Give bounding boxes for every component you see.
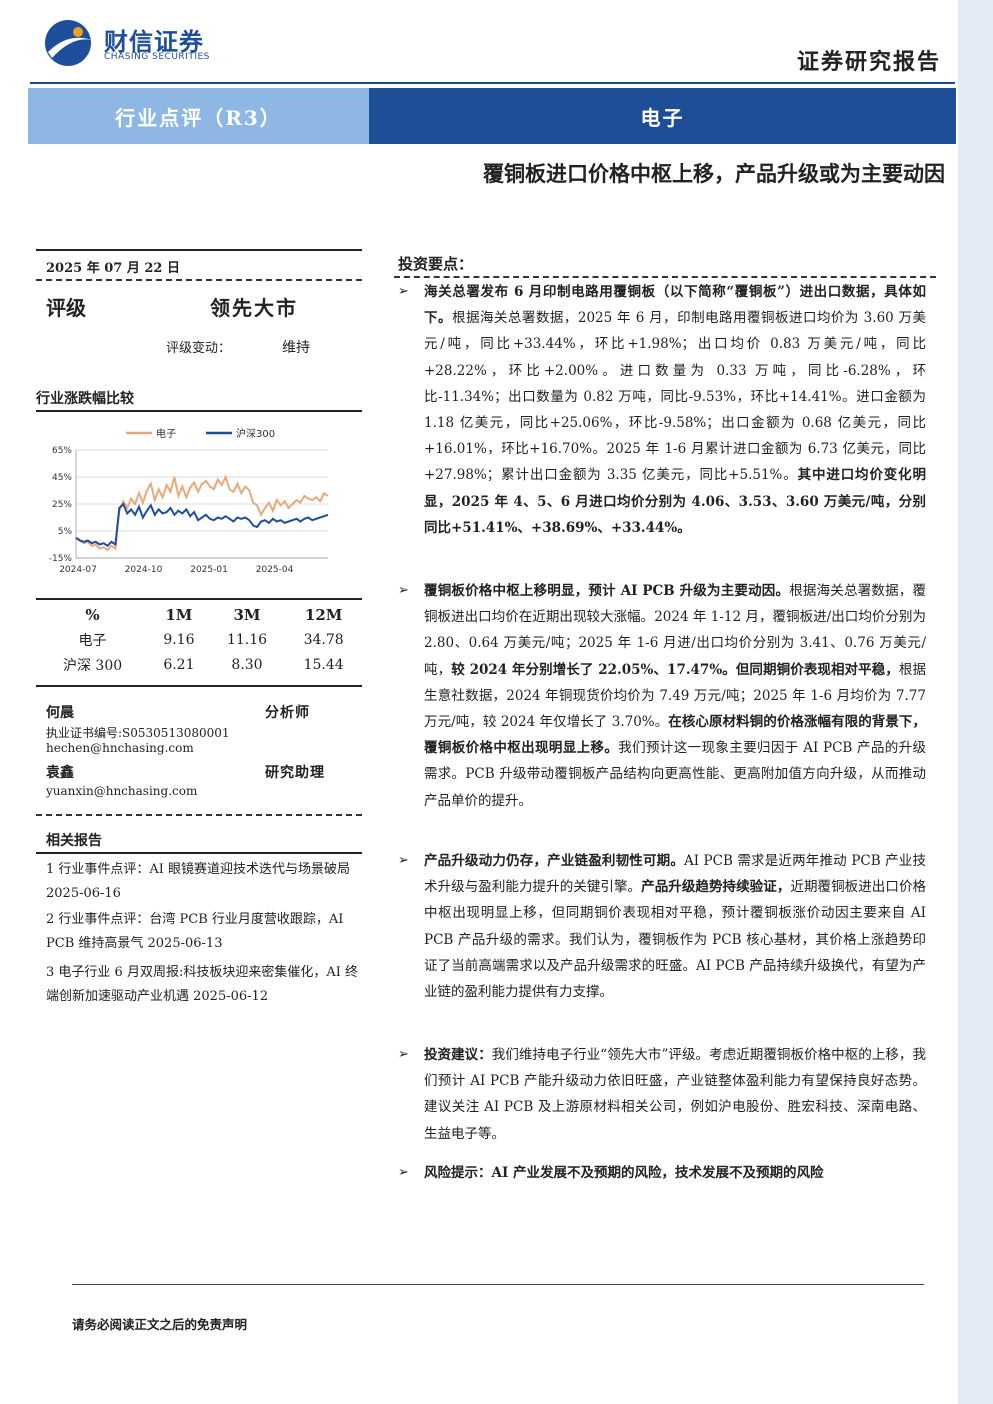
- table-cell: 15.44: [303, 656, 344, 673]
- arrow-bullet-icon: ➢: [398, 583, 409, 598]
- key-point-data: ➢ 海关总署发布 6 月印制电路用覆铜板（以下简称“覆铜板”）进出口数据，具体如…: [398, 279, 926, 541]
- bullet-bold-segment: 较 2024 年分别增长了 22.05%、17.47%。但同期铜价表现相对平稳，: [451, 661, 899, 678]
- related-report-item[interactable]: 3 电子行业 6 月双周报:科技板块迎来密集催化，AI 终端创新加速驱动产业机遇…: [46, 965, 358, 1004]
- chart-series-line: [75, 502, 329, 548]
- table-top-rule: [36, 598, 362, 600]
- bullet-bold-segment: 在核心原材料铜的价格涨幅有限的背景下，覆铜板价格中枢出现明显上移。: [424, 714, 926, 757]
- document-type: 证券研究报告: [796, 49, 941, 75]
- bullet-segment: 根据生意社数据，2024 年铜现货价均价为 7.49 万元/吨；2025 年 1…: [424, 661, 927, 731]
- header-rule: [30, 82, 955, 84]
- footer-rule: [72, 1284, 924, 1285]
- table-cell: 11.16: [226, 631, 268, 648]
- table-row: 电子 9.16 11.16 34.78: [36, 627, 362, 652]
- date-bottom-rule: [36, 279, 362, 281]
- related-report-item[interactable]: 2 行业事件点评：台湾 PCB 行业月度营收跟踪，AI PCB 维持高景气 20…: [46, 912, 344, 951]
- related-top-rule: [36, 814, 362, 816]
- key-points-rule: [394, 276, 936, 278]
- table-cell: 6.21: [163, 656, 195, 673]
- disclaimer-note: 请务必阅读正文之后的免责声明: [72, 1317, 248, 1332]
- table-header-cell: 12M: [304, 605, 343, 624]
- industry-name: 电子: [640, 105, 685, 130]
- chart-legend-label: 电子: [156, 427, 176, 440]
- chart-x-tick-label: 2024-07: [59, 565, 97, 575]
- chart-y-tick-label: 5%: [58, 527, 73, 537]
- table-header-cell: 1M: [165, 605, 193, 624]
- company-logo: [45, 20, 92, 66]
- table-bottom-rule: [36, 685, 362, 687]
- chart-y-tick-label: 25%: [52, 500, 72, 510]
- bullet-segment: 根据海关总署数据，覆铜板进出口均价在近期出现较大涨幅。2024 年 1-12 月…: [424, 583, 927, 678]
- arrow-bullet-icon: ➢: [398, 1165, 409, 1180]
- bullet-bold-segment: 海关总署发布 6 月印制电路用覆铜板（以下简称“覆铜板”）进出口数据，具体如下。: [424, 284, 926, 327]
- related-report-item[interactable]: 1 行业事件点评：AI 眼镜赛道迎技术迭代与场景破局 2025-06-16: [46, 862, 351, 901]
- report-date: 2025 年 07 月 22 日: [46, 261, 180, 276]
- rating-change-label: 评级变动：: [166, 341, 232, 356]
- report-title: 覆铜板进口价格中枢上移，产品升级或为主要动因: [483, 161, 945, 186]
- table-cell: 沪深 300: [62, 657, 123, 674]
- chart-series-line: [75, 474, 329, 552]
- analyst-cert: 执业证书编号:S0530513080001: [46, 726, 230, 740]
- analyst-name: 何晨: [46, 705, 74, 721]
- chart-y-tick-label: 45%: [52, 473, 72, 483]
- chart-y-tick-label: 65%: [52, 446, 72, 456]
- bullet-bold-segment: 其中进口均价变化明显，2025 年 4、5、6 月进口均价分别为 4.06、3.…: [424, 467, 926, 536]
- table-cell: 电子: [78, 632, 107, 649]
- bullet-bold-segment: 投资建议：: [424, 1047, 492, 1063]
- chart-x-tick-label: 2025-04: [256, 565, 294, 575]
- bullet-bold-segment: 产品升级动力仍存，产业链盈利韧性可期。: [424, 853, 684, 869]
- chart-x-tick-label: 2025-01: [190, 565, 228, 575]
- bullet-segment: AI PCB 需求是近两年推动 PCB 产业技术升级与盈利能力提升的关键引擎。: [424, 853, 926, 896]
- rating-label: 评级: [46, 296, 86, 320]
- performance-table: % 1M 3M 12M 电子 9.16 11.16 34.78 沪深 300 6…: [36, 602, 362, 677]
- table-cell: 8.30: [231, 656, 263, 673]
- table-cell: 9.16: [163, 631, 195, 648]
- key-point-risk: ➢ 风险提示：AI 产业发展不及预期的风险，技术发展不及预期的风险: [398, 1160, 926, 1186]
- bullet-bold-segment: 覆铜板价格中枢上移明显，预计 AI PCB 升级为主要动因。: [424, 583, 790, 599]
- bullet-segment: 近期覆铜板进出口价格中枢出现明显上移，但同期铜价表现相对平稳，预计覆铜板涨价动因…: [424, 879, 927, 1001]
- table-header-cell: %: [85, 605, 100, 624]
- chart-legend-label: 沪深300: [236, 427, 275, 440]
- company-name-en: CHASING SECURITIES: [104, 52, 210, 62]
- chart-section-title: 行业涨跌幅比较: [36, 391, 134, 407]
- key-point-upgrade: ➢ 产品升级动力仍存，产业链盈利韧性可期。AI PCB 需求是近两年推动 PCB…: [398, 848, 926, 1005]
- arrow-bullet-icon: ➢: [398, 853, 409, 868]
- assistant-name: 袁鑫: [46, 765, 74, 781]
- bullet-segment: 我们维持电子行业“领先大市”评级。考虑近期覆铜板价格中枢的上移，我们预计 AI …: [424, 1047, 926, 1142]
- table-header-cell: 3M: [233, 605, 261, 624]
- industry-band: 电子: [369, 88, 956, 144]
- company-name-cn: 财信证券: [104, 28, 204, 56]
- chart-title-rule: [36, 410, 362, 412]
- related-reports-title: 相关报告: [46, 833, 102, 849]
- key-point-price-center: ➢ 覆铜板价格中枢上移明显，预计 AI PCB 升级为主要动因。根据海关总署数据…: [398, 578, 926, 814]
- key-point-investment-advice: ➢ 投资建议：我们维持电子行业“领先大市”评级。考虑近期覆铜板价格中枢的上移，我…: [398, 1042, 926, 1147]
- table-cell: 34.78: [303, 631, 344, 648]
- table-header-row: % 1M 3M 12M: [36, 602, 362, 627]
- key-points-title: 投资要点：: [398, 255, 474, 273]
- chart-x-tick-label: 2024-10: [125, 565, 163, 575]
- industry-performance-chart: 65% 45% 25% 5% -15%2024-07 2024-10 2025-01 2025…: [49, 427, 329, 575]
- report-category: 行业点评（R3）: [115, 105, 282, 130]
- table-row: 沪深 300 6.21 8.30 15.44: [36, 652, 362, 677]
- related-title-rule: [36, 852, 362, 854]
- arrow-bullet-icon: ➢: [398, 1047, 409, 1062]
- rating-value: 领先大市: [210, 296, 298, 320]
- bullet-bold-segment: 风险提示：AI 产业发展不及预期的风险，技术发展不及预期的风险: [424, 1165, 824, 1181]
- right-margin-band: [958, 0, 993, 1404]
- bullet-segment: 我们预计这一现象主要归因于 AI PCB 产品的升级需求。PCB 升级带动覆铜板…: [424, 740, 926, 809]
- chart-y-tick-label: -15%: [49, 554, 73, 564]
- analyst-role: 分析师: [265, 705, 310, 721]
- analyst-email[interactable]: hechen@hnchasing.com: [46, 741, 194, 755]
- date-top-rule: [36, 249, 362, 251]
- assistant-role: 研究助理: [265, 765, 325, 781]
- bullet-bold-segment: 产品升级趋势持续验证，: [641, 879, 791, 896]
- report-category-band: 行业点评（R3）: [28, 88, 369, 144]
- arrow-bullet-icon: ➢: [398, 284, 409, 299]
- rating-change-value: 维持: [282, 340, 310, 356]
- bullet-segment: 根据海关总署数据，2025 年 6 月，印制电路用覆铜板进口均价为 3.60 万…: [424, 310, 927, 484]
- assistant-email[interactable]: yuanxin@hnchasing.com: [46, 784, 198, 798]
